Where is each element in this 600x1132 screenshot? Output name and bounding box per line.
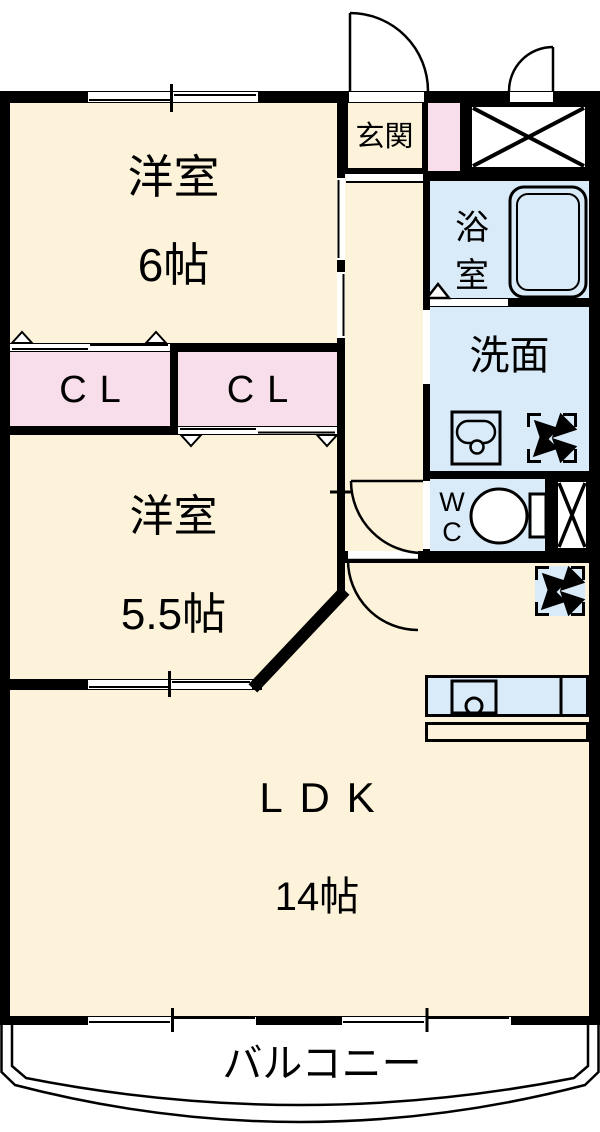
entrance-door-arc-icon [348, 11, 430, 92]
wall-cabinet-shaft-divider [460, 103, 468, 171]
kitchen-counter-front [425, 722, 589, 742]
wall-entrance-left [343, 103, 348, 174]
wall-closet-divider [170, 343, 178, 435]
closet-right-label: CL [226, 369, 302, 411]
entrance-door-opening [349, 92, 424, 102]
toilet-label: WC [439, 487, 465, 547]
closet-left-label: CL [59, 369, 134, 411]
room1-sliding-door-b [337, 272, 345, 338]
wall-entrance-bottom [344, 168, 427, 174]
kitchen-counter [425, 675, 589, 717]
washroom-door-opening [423, 310, 430, 384]
window-top [88, 92, 258, 102]
entrance-step-band [346, 174, 425, 181]
window-ldk-1 [88, 1017, 256, 1025]
wall-bath-top [423, 171, 589, 181]
closet-left-area [10, 352, 170, 426]
closet-left-door-band [10, 344, 170, 351]
wall-entrance-right [422, 103, 428, 174]
washroom-area [430, 307, 589, 471]
wall-right [589, 91, 600, 1025]
wall-left [0, 91, 10, 1025]
entrance-side-cabinet-area [427, 103, 460, 171]
room1-size-label: 6帖 [137, 239, 210, 291]
room2-name-label: 洋室 [129, 492, 218, 541]
bath-door-opening [430, 299, 508, 306]
window-ldk-2 [342, 1017, 511, 1025]
room1-name-label: 洋室 [127, 151, 220, 203]
service-door-arc-icon [507, 45, 555, 92]
wall-wc-shaft [545, 479, 555, 551]
washroom-label: 洗面 [469, 334, 550, 378]
entrance-step-line [346, 181, 425, 183]
room2-size-label: 5.5帖 [120, 590, 227, 639]
shaft-box-side [555, 479, 589, 551]
balcony-label: バルコニー [222, 1042, 422, 1086]
service-door-opening [510, 92, 553, 102]
entrance-label: 玄関 [355, 121, 414, 153]
wall-closet-bottom [0, 426, 345, 435]
room1-sliding-door-a [337, 178, 345, 260]
wall-washroom-wc [423, 471, 589, 479]
ldk-name-label: LDK [259, 774, 392, 821]
closet-right-door-band [178, 427, 337, 434]
closet-right-area [178, 352, 337, 426]
wc-door-opening [423, 481, 430, 549]
wall-bottom [0, 1016, 600, 1025]
ldk-size-label: 14帖 [274, 875, 360, 919]
shaft-box-top [468, 103, 589, 171]
wall-room1-corridor [337, 103, 345, 597]
window-room2 [88, 680, 252, 689]
bathroom-label: 浴室 [455, 209, 489, 295]
ldk-door-opening [348, 551, 418, 561]
